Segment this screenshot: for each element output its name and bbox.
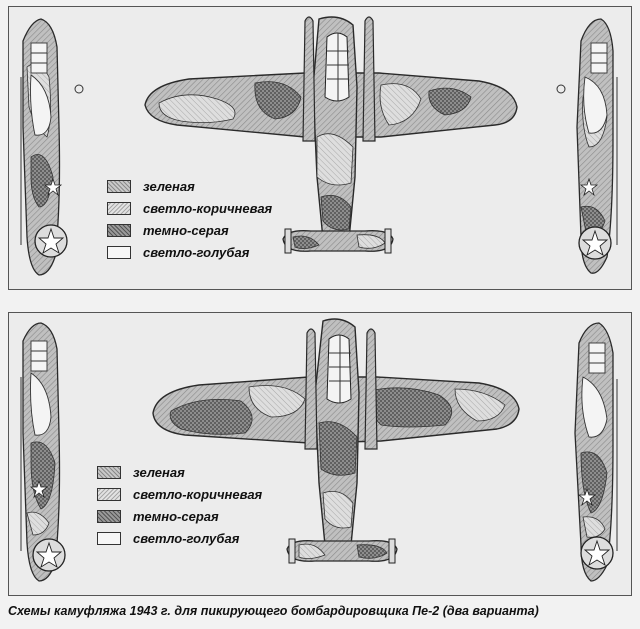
side-view-left bbox=[20, 322, 66, 582]
swatch-light-blue bbox=[107, 245, 131, 259]
legend-item-light-blue: светло-голубая bbox=[97, 527, 262, 549]
legend-item-green: зеленая bbox=[107, 175, 272, 197]
swatch-dark-grey bbox=[97, 509, 121, 523]
legend-item-light-blue: светло-голубая bbox=[107, 241, 272, 263]
legend-item-green: зеленая bbox=[97, 461, 262, 483]
legend: зеленая светло-коричневая темно-серая св… bbox=[97, 461, 262, 549]
figure-caption: Схемы камуфляжа 1943 г. для пикирующего … bbox=[8, 604, 539, 618]
legend-item-light-brown: светло-коричневая bbox=[97, 483, 262, 505]
aircraft-drawings-2 bbox=[20, 318, 618, 582]
legend-item-dark-grey: темно-серая bbox=[97, 505, 262, 527]
camouflage-variant-2: зеленая светло-коричневая темно-серая св… bbox=[8, 312, 632, 596]
side-view-right bbox=[556, 18, 618, 274]
swatch-green bbox=[107, 179, 131, 193]
legend-label: зеленая bbox=[143, 178, 195, 194]
aircraft-drawings-1 bbox=[20, 16, 618, 276]
swatch-dark-grey bbox=[107, 223, 131, 237]
plan-view bbox=[152, 318, 520, 564]
side-view-right bbox=[574, 322, 618, 582]
camouflage-variant-1: зеленая светло-коричневая темно-серая св… bbox=[8, 6, 632, 290]
plan-view bbox=[144, 16, 518, 254]
swatch-green bbox=[97, 465, 121, 479]
legend-label: темно-серая bbox=[143, 222, 229, 238]
legend-label: зеленая bbox=[133, 464, 185, 480]
swatch-light-brown bbox=[107, 201, 131, 215]
side-view-left bbox=[20, 18, 84, 276]
swatch-light-blue bbox=[97, 531, 121, 545]
legend-item-light-brown: светло-коричневая bbox=[107, 197, 272, 219]
swatch-light-brown bbox=[97, 487, 121, 501]
legend: зеленая светло-коричневая темно-серая св… bbox=[107, 175, 272, 263]
legend-label: светло-коричневая bbox=[143, 200, 273, 216]
legend-item-dark-grey: темно-серая bbox=[107, 219, 272, 241]
legend-label: светло-голубая bbox=[143, 244, 250, 260]
legend-label: темно-серая bbox=[133, 508, 219, 524]
legend-label: светло-голубая bbox=[133, 530, 240, 546]
legend-label: светло-коричневая bbox=[133, 486, 263, 502]
